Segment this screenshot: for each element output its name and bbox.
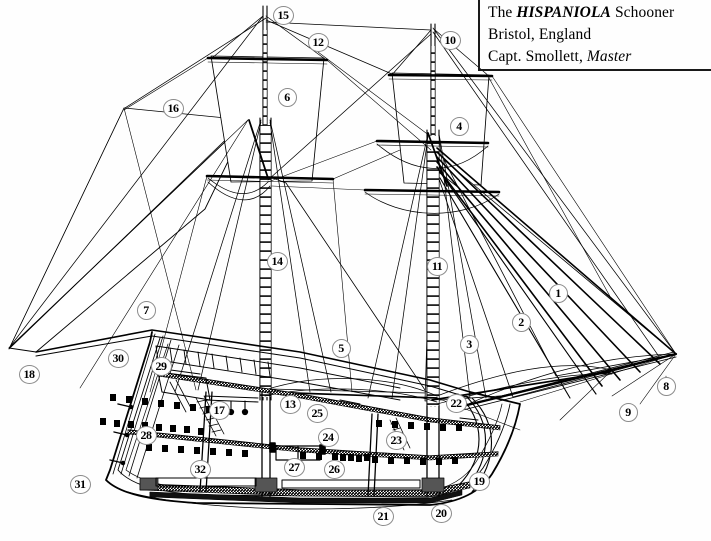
callout-20[interactable]: 20	[430, 503, 452, 523]
title-ship-name: HISPANIOLA	[516, 4, 611, 21]
callout-19[interactable]: 19	[468, 471, 490, 491]
callout-31[interactable]: 31	[69, 474, 91, 494]
callout-10[interactable]: 10	[439, 30, 461, 50]
title-block: The HISPANIOLA Schooner Bristol, England…	[478, 0, 711, 71]
title-captain-role: Master	[586, 48, 632, 65]
callout-16[interactable]: 16	[162, 98, 184, 118]
callout-1[interactable]: 1	[548, 283, 568, 303]
callout-28[interactable]: 28	[135, 425, 157, 445]
callout-18[interactable]: 18	[18, 364, 40, 384]
callout-23[interactable]: 23	[385, 430, 407, 450]
callout-8[interactable]: 8	[656, 376, 676, 396]
callout-26[interactable]: 26	[323, 459, 345, 479]
callout-9[interactable]: 9	[618, 402, 638, 422]
callout-11[interactable]: 11	[426, 256, 448, 276]
callout-14[interactable]: 14	[266, 251, 288, 271]
callout-22[interactable]: 22	[445, 393, 467, 413]
callout-7[interactable]: 7	[136, 300, 156, 320]
title-line-ship: The HISPANIOLA Schooner	[488, 2, 711, 24]
callout-5[interactable]: 5	[331, 338, 351, 358]
callout-4[interactable]: 4	[449, 116, 469, 136]
callout-29[interactable]: 29	[150, 356, 172, 376]
callout-30[interactable]: 30	[107, 348, 129, 368]
callout-24[interactable]: 24	[317, 427, 339, 447]
title-type: Schooner	[610, 4, 675, 21]
callout-27[interactable]: 27	[283, 457, 305, 477]
callout-12[interactable]: 12	[307, 32, 329, 52]
callout-21[interactable]: 21	[372, 506, 394, 526]
callout-2[interactable]: 2	[511, 312, 531, 332]
callout-17[interactable]: 17	[208, 400, 230, 420]
callout-13[interactable]: 13	[279, 394, 301, 414]
title-captain-name: Capt. Smollett,	[488, 48, 587, 65]
title-line-captain: Capt. Smollett, Master	[488, 46, 711, 68]
callout-3[interactable]: 3	[459, 334, 479, 354]
callout-25[interactable]: 25	[306, 403, 328, 423]
title-line-port: Bristol, England	[488, 26, 592, 43]
callout-15[interactable]: 15	[272, 5, 294, 25]
title-the: The	[488, 4, 517, 21]
callout-6[interactable]: 6	[277, 87, 297, 107]
callout-32[interactable]: 32	[189, 459, 211, 479]
